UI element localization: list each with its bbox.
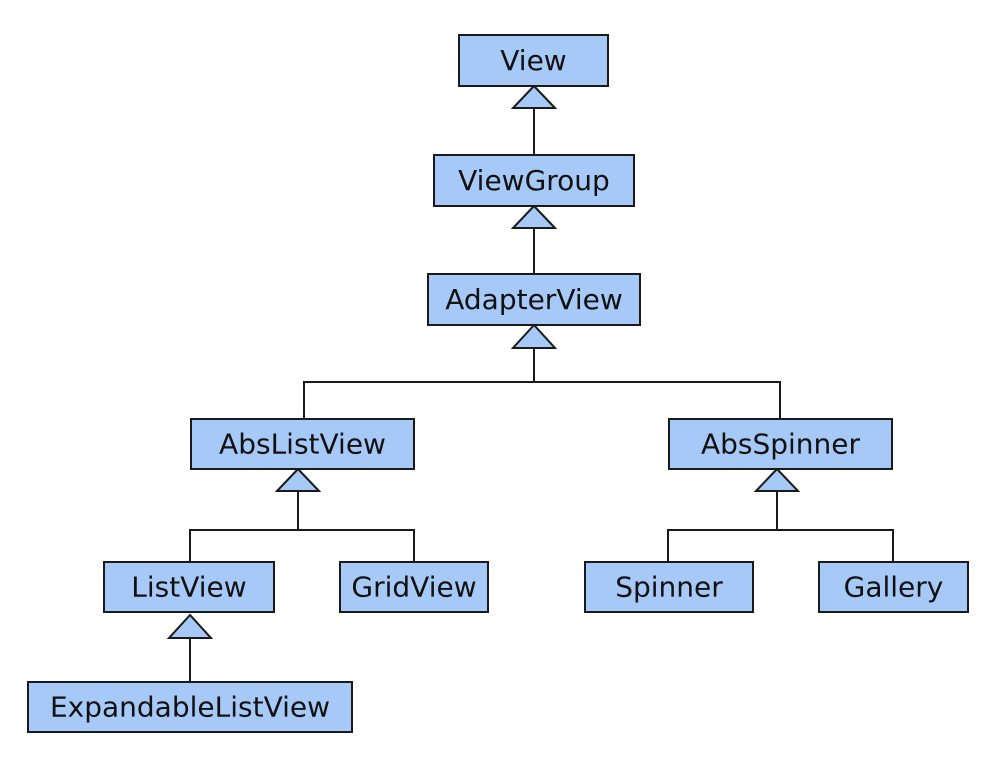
class-label: AbsListView — [219, 428, 386, 461]
inheritance-arrow-icon — [510, 323, 558, 349]
class-label: ViewGroup — [458, 164, 610, 197]
class-label: Spinner — [615, 571, 723, 604]
class-box-view[interactable]: View — [458, 34, 609, 87]
class-box-listview[interactable]: ListView — [103, 561, 275, 613]
class-box-spinner[interactable]: Spinner — [584, 561, 754, 613]
class-box-viewgroup[interactable]: ViewGroup — [433, 154, 635, 207]
class-label: ExpandableListView — [50, 691, 330, 724]
class-label: View — [500, 44, 566, 77]
class-box-abslistview[interactable]: AbsListView — [190, 418, 415, 470]
class-label: AdapterView — [445, 283, 623, 316]
inheritance-arrow-icon — [510, 204, 558, 229]
class-box-expandablelistview[interactable]: ExpandableListView — [27, 681, 353, 733]
edge-adapterview-children — [303, 348, 535, 419]
inheritance-arrow-icon — [510, 84, 558, 109]
connectors — [189, 108, 894, 682]
edge-absspinner-children — [667, 490, 778, 562]
class-box-gridview[interactable]: GridView — [339, 561, 489, 613]
class-label: Gallery — [844, 571, 944, 604]
class-box-gallery[interactable]: Gallery — [818, 561, 969, 613]
edge-abslistview-children — [189, 490, 299, 562]
edge-absspinner-gallery — [777, 529, 894, 562]
inheritance-arrow-icon — [753, 467, 801, 492]
class-box-adapterview[interactable]: AdapterView — [427, 273, 641, 326]
inheritance-arrow-icon — [166, 613, 214, 639]
class-label: AbsSpinner — [701, 428, 861, 461]
arrowheads — [166, 84, 801, 639]
class-label: ListView — [131, 571, 246, 604]
edge-adapterview-absspinner — [534, 381, 781, 419]
class-label: GridView — [351, 571, 476, 604]
edge-abslistview-gridview — [298, 529, 415, 562]
class-box-absspinner[interactable]: AbsSpinner — [668, 418, 893, 470]
inheritance-arrow-icon — [274, 467, 322, 492]
